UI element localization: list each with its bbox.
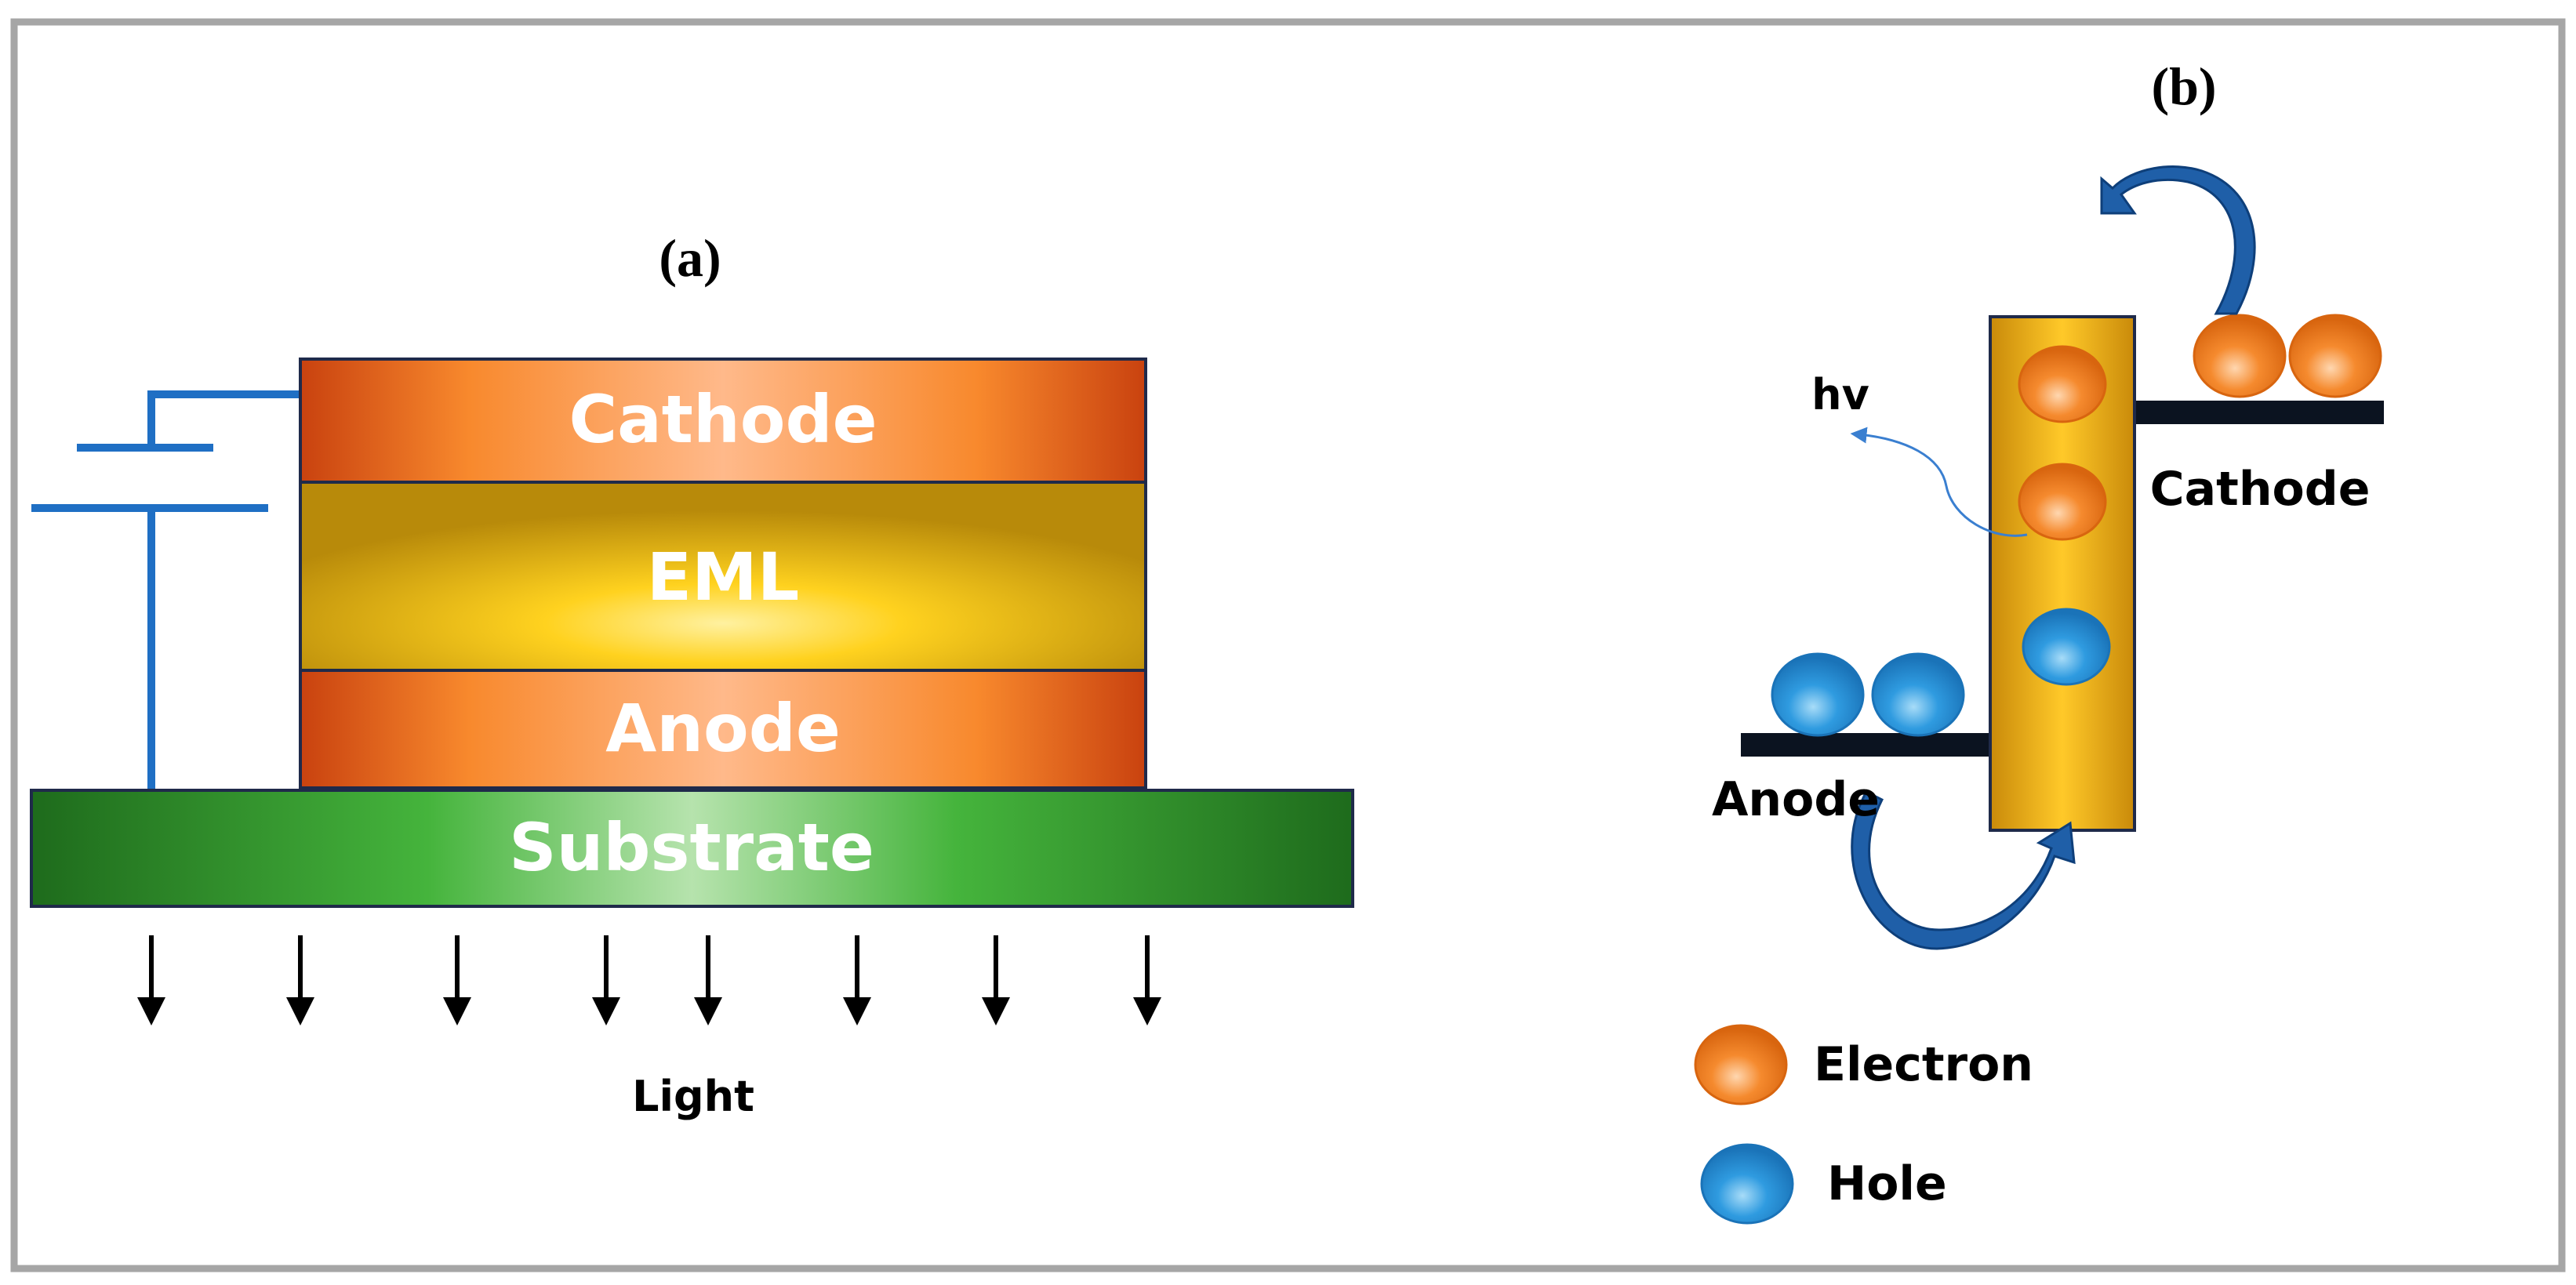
legend-hole-icon <box>1700 1143 1794 1225</box>
cathode-label: Cathode <box>2150 462 2371 517</box>
hole <box>1771 652 1865 737</box>
light-label: Light <box>632 1072 754 1121</box>
panel-a-label: (a) <box>659 228 721 288</box>
panel-a: (a) Cathode EML Anode Substrate Lig <box>30 228 1354 1121</box>
substrate-layer <box>30 789 1354 908</box>
figure-frame <box>10 18 2566 1272</box>
panel-b-label: (b) <box>2151 56 2216 116</box>
electron <box>2193 314 2287 398</box>
cathode-layer <box>299 358 1147 484</box>
legend-electron-label: Electron <box>1814 1037 2033 1092</box>
electron <box>2018 463 2107 541</box>
electron-injection-arrow <box>2100 165 2256 315</box>
legend-hole-label: Hole <box>1827 1156 1947 1211</box>
photon-emission-arrow <box>1850 427 2028 537</box>
anode-energy-level <box>1741 733 1992 757</box>
hole-injection-arrow <box>1851 790 2076 950</box>
electron <box>2288 314 2382 398</box>
cathode-layer-label: Cathode <box>569 381 877 458</box>
cathode-energy-level <box>2135 401 2384 424</box>
legend-electron-icon <box>1694 1024 1788 1105</box>
legend: Electron Hole <box>1694 1024 2033 1225</box>
panel-b: (b) hv Cathode Anode Electron Hole <box>1694 56 2384 1225</box>
hv-label: hv <box>1811 370 1869 419</box>
light-arrows <box>137 935 1161 1025</box>
eml-layer-label: EML <box>647 539 800 615</box>
hole <box>1871 652 1965 737</box>
wire-top <box>147 390 300 448</box>
hole <box>2022 608 2111 686</box>
anode-layer-label: Anode <box>605 690 841 767</box>
electron <box>2018 345 2107 423</box>
anode-label: Anode <box>1712 772 1880 827</box>
substrate-layer-label: Substrate <box>509 809 874 886</box>
anode-layer <box>299 669 1147 790</box>
